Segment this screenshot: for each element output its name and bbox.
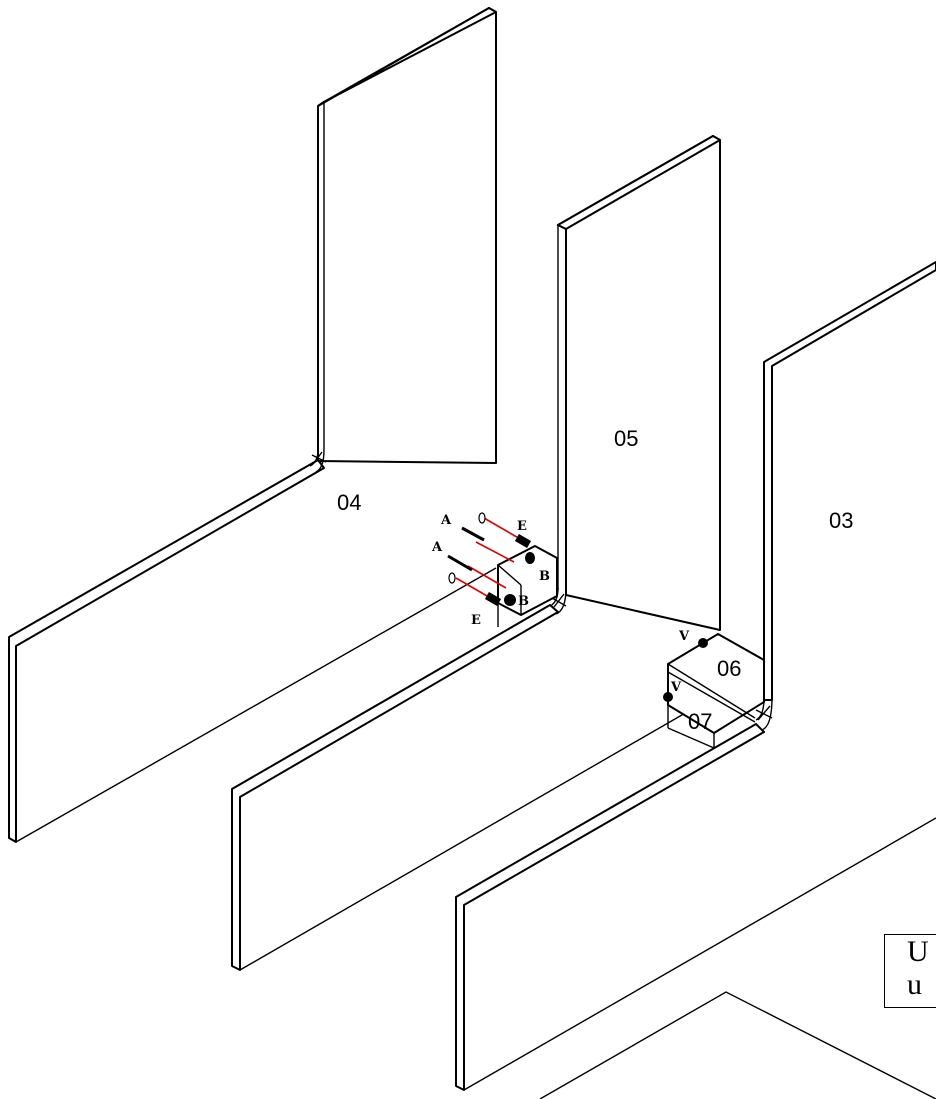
panel-label-04: 04 (337, 490, 361, 515)
cam-lock-icon (663, 692, 673, 702)
part-label-b: B (518, 594, 529, 609)
panel-partial (539, 991, 936, 1099)
guide-line (483, 517, 523, 541)
panel-03 (455, 261, 936, 1091)
part-label-a: A (431, 540, 443, 555)
screw-icon (461, 526, 485, 542)
part-label-v: V (670, 680, 682, 695)
cam-bolt-icon (484, 592, 502, 606)
note-line-1: U (907, 935, 929, 968)
part-label-e: E (517, 519, 527, 534)
cam-lock-icon (698, 638, 708, 648)
guide-line (475, 541, 515, 563)
cam-bolt-icon (514, 534, 532, 548)
panel-label-06: 06 (717, 656, 741, 681)
panel-label-07: 07 (688, 709, 712, 734)
part-label-b: B (539, 569, 550, 584)
panel-04 (8, 7, 497, 843)
cam-lock-icon (504, 594, 516, 606)
part-label-a: A (440, 513, 452, 528)
screw-icon (447, 554, 473, 572)
cam-lock-icon (525, 552, 535, 564)
note-line-2: u (907, 968, 922, 1001)
dowel-hole-icon (478, 512, 486, 524)
note-box: U u (884, 934, 936, 1008)
part-label-e: E (471, 613, 481, 628)
part-label-v: V (678, 629, 690, 644)
hardware-group (447, 512, 708, 702)
dowel-hole-icon (448, 572, 456, 584)
guide-line (467, 565, 507, 589)
panel-05 (231, 135, 721, 971)
panel-label-05: 05 (614, 426, 638, 451)
panel-label-03: 03 (829, 508, 853, 533)
